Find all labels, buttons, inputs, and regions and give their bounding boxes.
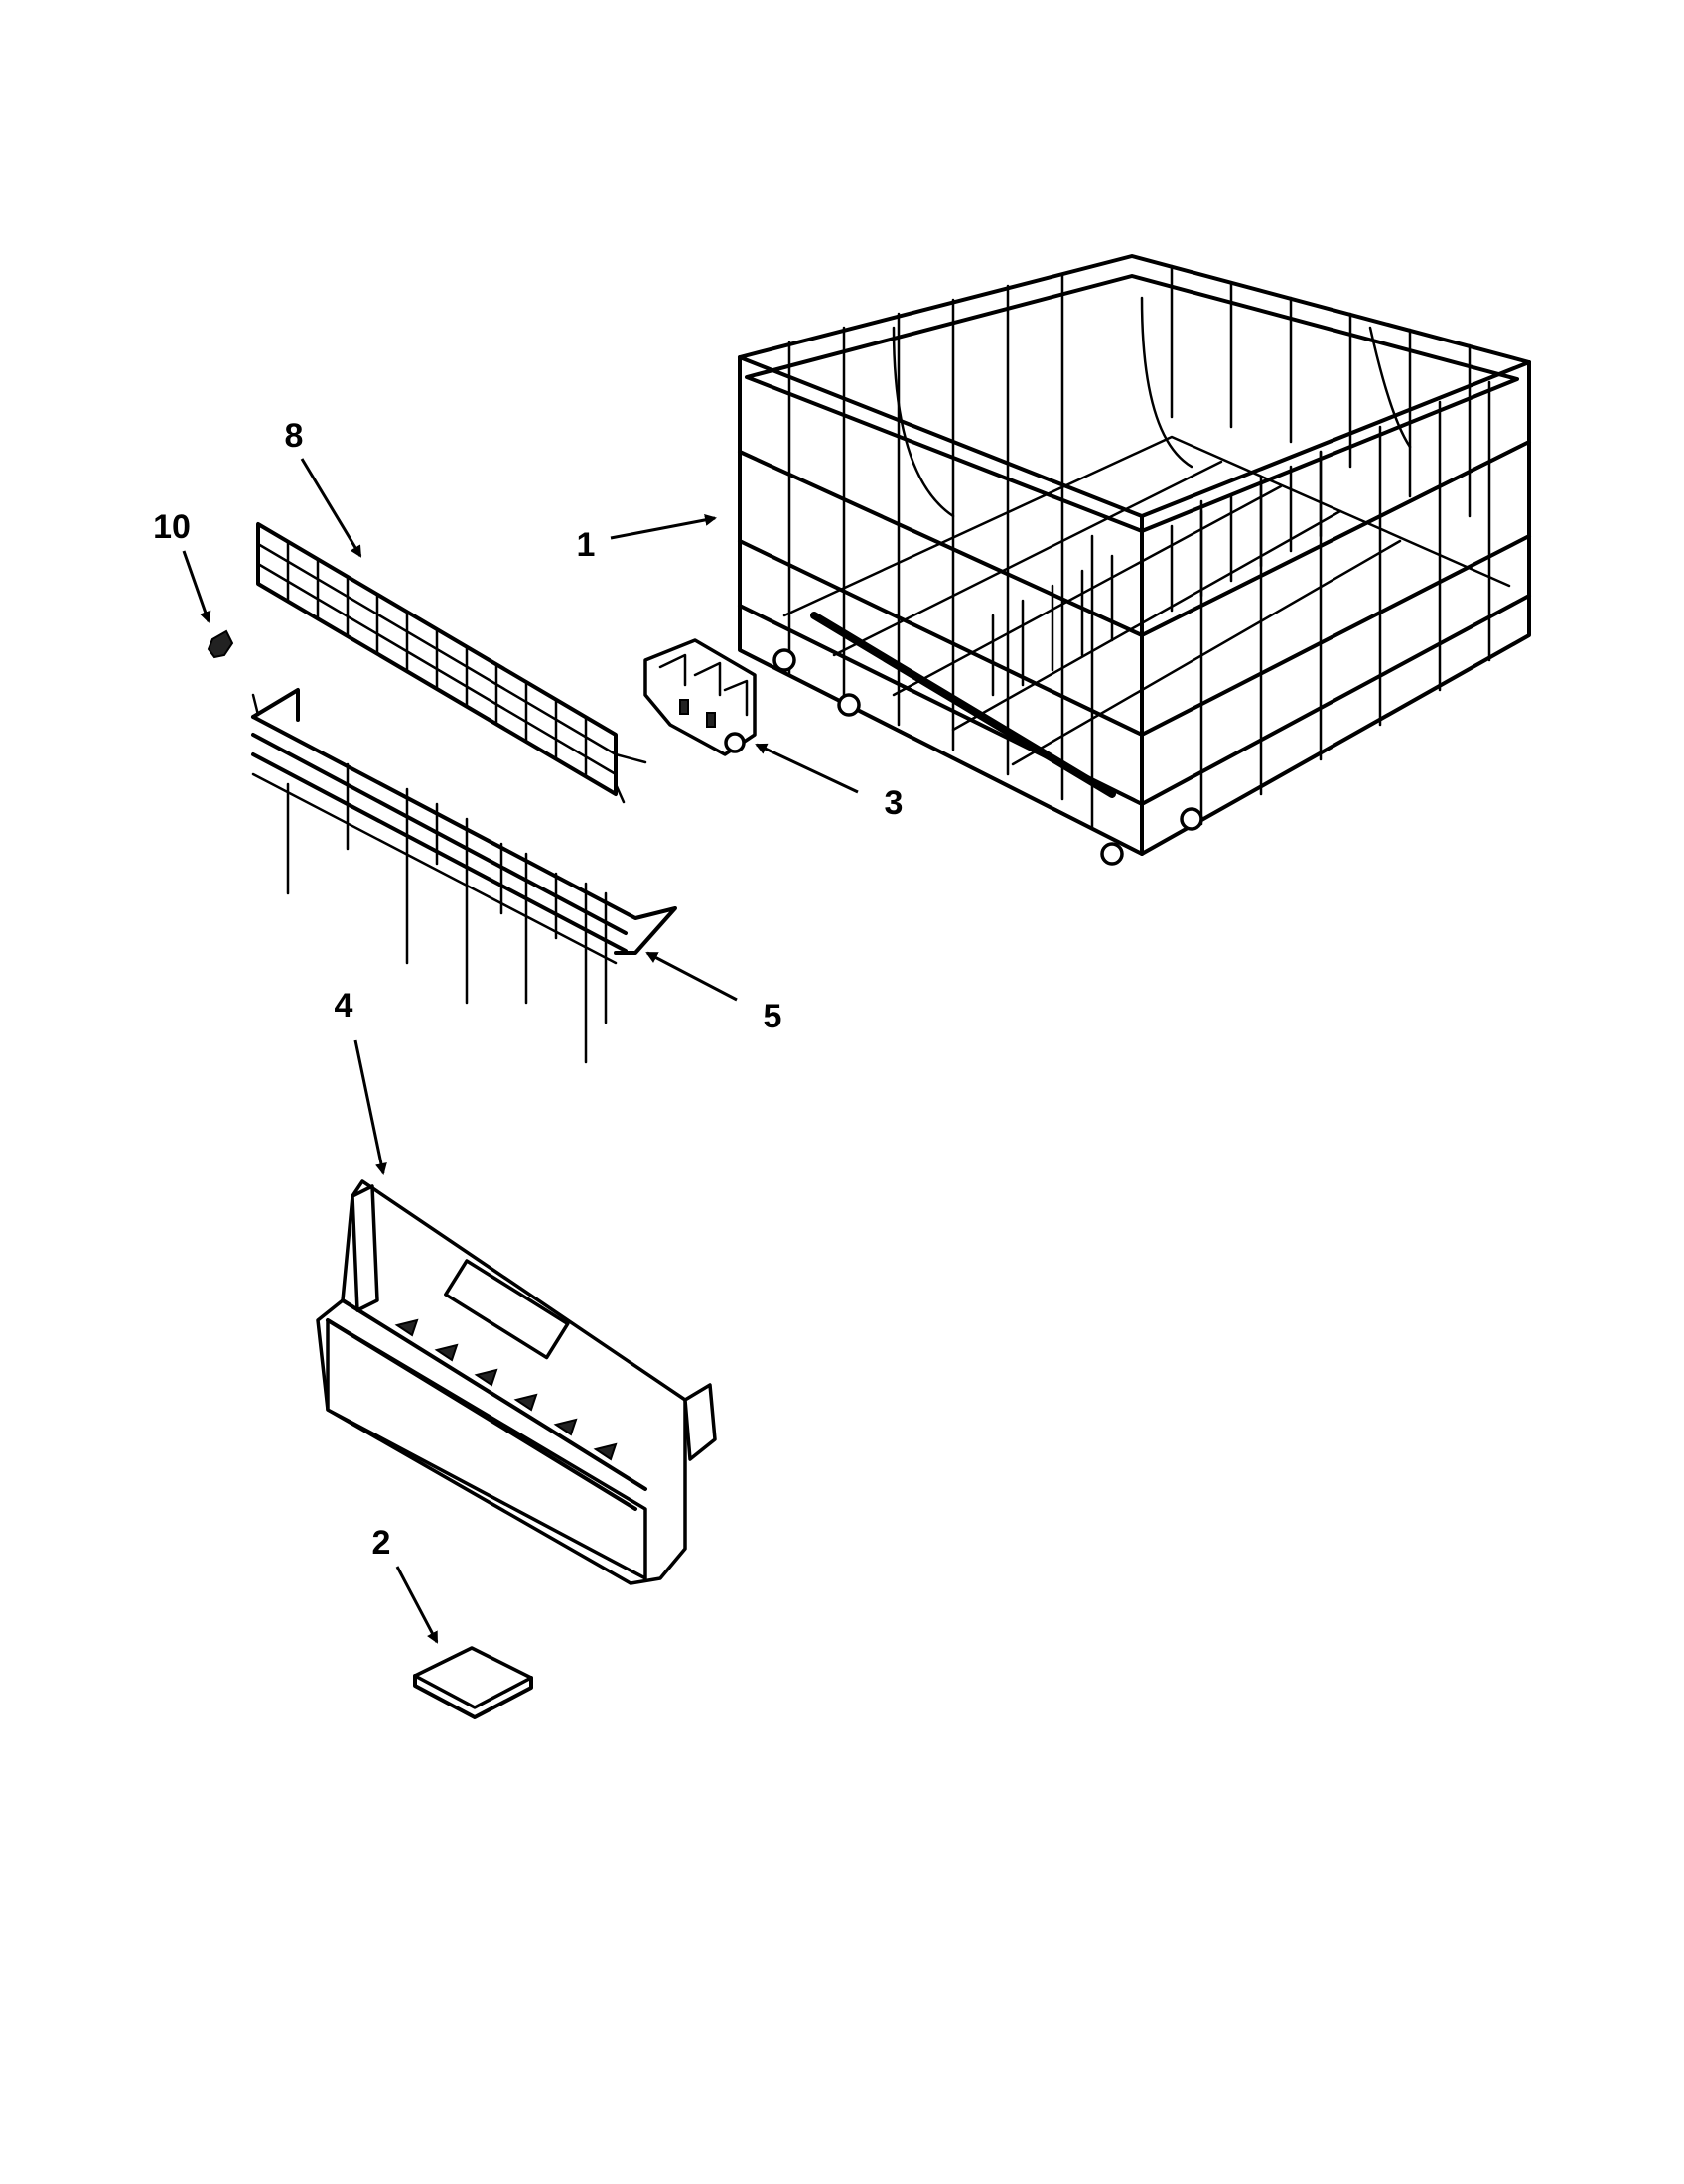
leader-line-3 bbox=[755, 743, 859, 794]
basket-lid-part-2 bbox=[413, 1646, 533, 1719]
leader-line-10 bbox=[182, 550, 211, 623]
leader-line-5 bbox=[645, 951, 738, 1002]
leader-line-1 bbox=[610, 513, 717, 540]
leader-line-4 bbox=[353, 1039, 387, 1175]
clip-part-10 bbox=[207, 629, 234, 659]
bracket-part-3 bbox=[643, 638, 757, 756]
callout-label-5: 5 bbox=[764, 998, 782, 1035]
silverware-basket-part-4 bbox=[316, 1179, 717, 1585]
callout-label-2: 2 bbox=[372, 1524, 391, 1562]
leader-line-8 bbox=[300, 458, 362, 558]
callout-label-4: 4 bbox=[335, 987, 353, 1024]
dishrack-part-1 bbox=[738, 254, 1531, 866]
leader-lines bbox=[182, 458, 859, 1644]
leader-line-2 bbox=[395, 1566, 439, 1644]
callout-label-3: 3 bbox=[885, 784, 904, 822]
shelf-grid-part-8 bbox=[256, 522, 647, 804]
callout-label-10: 10 bbox=[153, 508, 191, 546]
tine-row-part-5 bbox=[251, 688, 677, 1064]
callout-label-1: 1 bbox=[577, 526, 596, 564]
callout-labels: 1 2 3 4 5 8 10 bbox=[153, 417, 903, 1562]
callout-label-8: 8 bbox=[285, 417, 304, 455]
